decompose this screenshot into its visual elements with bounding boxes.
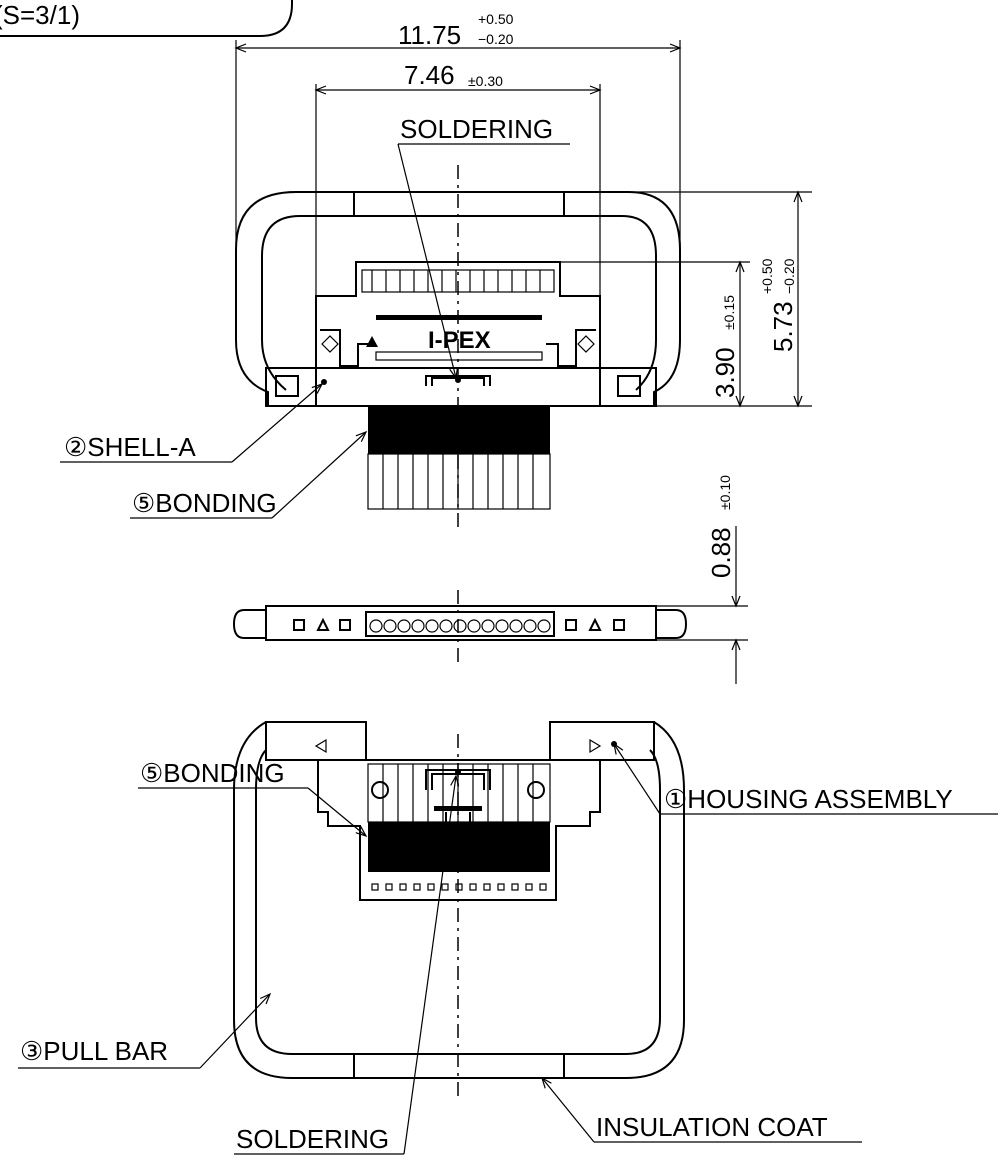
housing-height-value: 3.90 — [710, 347, 740, 398]
overall-width-tol-minus: −0.20 — [478, 31, 514, 47]
hole-right-bottom — [527, 781, 545, 799]
thickness-value: 0.88 — [706, 527, 736, 578]
overall-height-value: 5.73 — [768, 301, 798, 352]
insulation-coat-bottom — [353, 1053, 565, 1079]
housing-height-tol: ±0.15 — [721, 295, 737, 330]
triangle-mark-top — [366, 336, 378, 347]
overall-width-tol-plus: +0.50 — [478, 11, 514, 27]
diamond-left-top — [321, 335, 339, 353]
shell-a-top — [265, 367, 657, 407]
callout-soldering-bottom: SOLDERING — [234, 774, 460, 1155]
housing-width-value: 7.46 — [404, 60, 455, 90]
side-marks-left — [293, 617, 351, 631]
housing-side — [365, 611, 555, 637]
pull-bar-label: ③PULL BAR — [20, 1036, 168, 1066]
dimension-overall-width: 11.75 +0.50 −0.20 — [234, 11, 682, 340]
side-marks-right — [565, 617, 625, 631]
bonding-top-label: ⑤BONDING — [132, 488, 277, 518]
callout-bonding-top: ⑤BONDING — [130, 430, 368, 519]
overall-height-tol-minus: −0.20 — [781, 258, 797, 294]
housing-width-tol: ±0.30 — [468, 73, 503, 89]
housing-bar-upper — [376, 315, 542, 320]
shell-slot-right — [617, 375, 641, 397]
side-view — [232, 590, 688, 668]
pull-bar-inner-bottom — [255, 749, 661, 1055]
shell-slot-left — [275, 375, 299, 397]
insulation-coat-label: INSULATION COAT — [596, 1112, 828, 1142]
shell-side — [265, 605, 657, 641]
pull-bar-side — [232, 609, 688, 639]
bonding-bottom-label: ⑤BONDING — [140, 758, 285, 788]
callout-shell-a: ②SHELL-A — [60, 382, 324, 463]
overall-height-tol-plus: +0.50 — [759, 258, 775, 294]
brand-mark: I-PEX — [428, 327, 491, 354]
callout-bonding-bottom: ⑤BONDING — [138, 758, 368, 838]
bonding-cable-bottom — [368, 822, 550, 872]
contact-circles-side — [369, 619, 551, 633]
bonding-cable-top — [368, 406, 550, 454]
cable-wires-top — [367, 453, 551, 510]
dimension-thickness: 0.88 ±0.10 — [656, 475, 748, 684]
shell-a-label: ②SHELL-A — [64, 432, 196, 462]
callout-insulation-coat: INSULATION COAT — [540, 1076, 862, 1143]
dimension-overall-height: 5.73 +0.50 −0.20 — [628, 190, 812, 408]
pull-bar-outer-top — [235, 191, 681, 406]
callout-housing-assembly: ①HOUSING ASSEMBLY — [613, 742, 998, 815]
housing-bar-lower — [375, 351, 543, 361]
center-key-bar — [434, 806, 482, 811]
insulation-coat-top — [353, 191, 565, 217]
top-view: I-PEX — [235, 165, 681, 530]
overall-width-value: 11.75 — [398, 20, 461, 50]
pull-bar-inner-top — [261, 215, 657, 391]
bottom-view — [233, 721, 685, 1098]
callout-soldering-top: SOLDERING — [397, 114, 570, 380]
view-tag-text: (S=3/1) — [0, 0, 80, 30]
dimension-housing-height: 3.90 ±0.15 — [560, 260, 812, 408]
soldering-bottom-label: SOLDERING — [236, 1124, 389, 1154]
latch-left-top — [320, 329, 370, 367]
view-tag: (S=3/1) — [0, 0, 293, 37]
contact-rows-bottom — [371, 825, 545, 858]
diamond-right-top — [577, 335, 595, 353]
triangle-right-bottom — [589, 738, 602, 754]
hole-left-bottom — [371, 781, 389, 799]
callout-pull-bar: ③PULL BAR — [18, 992, 272, 1069]
latch-right-top — [546, 329, 596, 367]
triangle-left-bottom — [314, 738, 327, 754]
shell-a-bottom — [265, 721, 655, 761]
housing-assembly-label: ①HOUSING ASSEMBLY — [664, 784, 953, 814]
thickness-tol: ±0.10 — [717, 475, 733, 510]
soldering-top-label: SOLDERING — [400, 114, 553, 144]
dimension-housing-width: 7.46 ±0.30 — [314, 60, 602, 296]
contact-pads-bottom — [371, 883, 547, 891]
